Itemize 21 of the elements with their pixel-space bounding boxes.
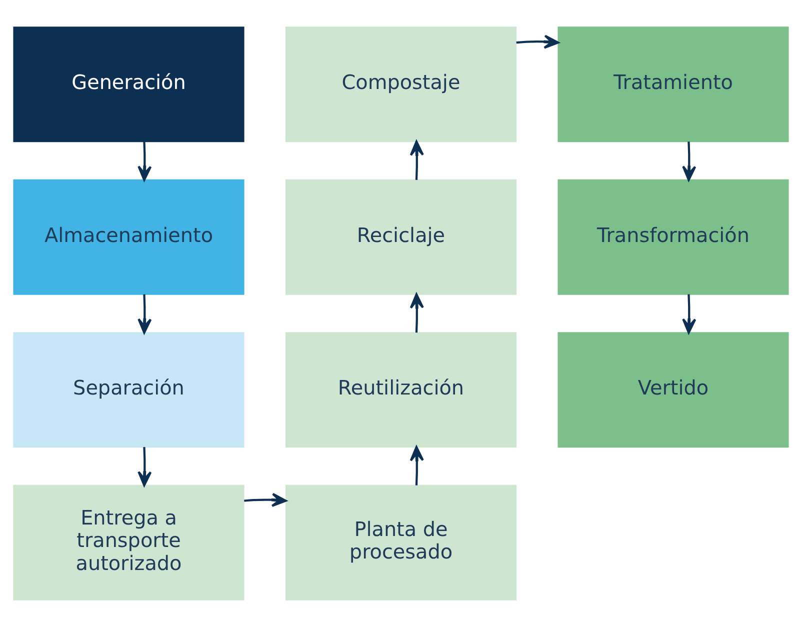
arrow: [410, 140, 424, 180]
arrow: [138, 141, 152, 180]
node-box: Separación: [13, 332, 244, 448]
arrow: [516, 34, 560, 48]
node-box: Almacenamiento: [13, 178, 244, 294]
arrow: [682, 294, 696, 334]
node-box: Reutilización: [285, 332, 517, 448]
node-box: Planta de procesado: [285, 484, 517, 600]
node-box: Generación: [13, 26, 244, 142]
node-box: Tratamiento: [558, 26, 789, 142]
arrow: [138, 294, 152, 334]
node-box: Compostaje: [285, 26, 517, 142]
arrow: [138, 446, 152, 486]
arrow: [682, 141, 696, 180]
node-box: Reciclaje: [285, 178, 517, 294]
arrow: [244, 492, 287, 506]
arrow: [410, 292, 424, 332]
node-box: Entrega a transporte autorizado: [13, 484, 244, 600]
node-box: Vertido: [558, 332, 789, 448]
node-box: Transformación: [558, 178, 789, 294]
arrow: [410, 446, 424, 485]
